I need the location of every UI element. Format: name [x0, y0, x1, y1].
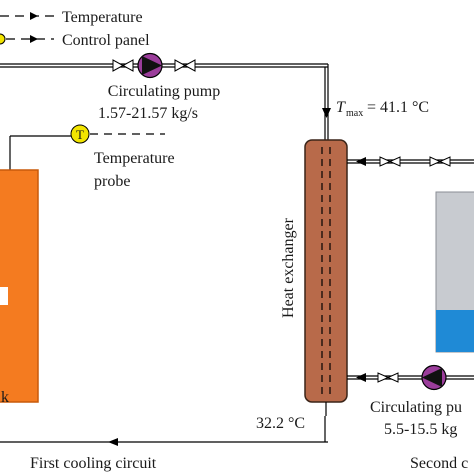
pump1-flow: 1.57-21.57 kg/s	[98, 105, 198, 122]
legend-temperature-label: Temperature	[62, 9, 143, 26]
tmax-label: T max = 41.1 °C	[336, 99, 429, 119]
circulating-pump-2	[421, 364, 447, 391]
probe-label-line1: Temperature	[94, 150, 175, 167]
legend-control-panel-line	[0, 33, 54, 45]
first-circuit-return-pipe	[0, 416, 328, 446]
legend-temperature-line	[0, 12, 54, 20]
valve-top-left	[112, 59, 134, 72]
pump1-label: Circulating pump	[108, 83, 220, 100]
valve-top-right	[174, 59, 196, 72]
probe-label-line2: probe	[94, 173, 130, 190]
legend: Temperature Control panel	[0, 9, 150, 49]
circulating-pump-1	[137, 52, 163, 79]
probe-symbol: T	[76, 127, 84, 142]
pump2-label: Circulating pu	[370, 399, 462, 416]
temperature-probe: T	[9, 124, 165, 170]
tmax-symbol: T	[336, 99, 346, 116]
tank	[0, 169, 39, 403]
tmax-value: = 41.1 °C	[367, 99, 429, 116]
outlet-temperature: 32.2 °C	[256, 415, 305, 432]
tmax-subscript: max	[346, 108, 363, 119]
top-supply-pipe	[0, 63, 331, 140]
tank-label: k	[1, 389, 9, 406]
second-circuit-reservoir	[435, 191, 474, 353]
second-circuit-lower-pipe	[347, 372, 474, 383]
heat-exchanger-label: Heat exchanger	[280, 217, 297, 318]
legend-control-panel-label: Control panel	[62, 32, 150, 49]
second-circuit-label: Second c	[410, 455, 468, 472]
pump2-flow: 5.5-15.5 kg	[384, 421, 457, 438]
heat-exchanger	[304, 139, 348, 416]
second-circuit-upper-pipe	[347, 156, 474, 167]
first-circuit-label: First cooling circuit	[30, 455, 157, 472]
